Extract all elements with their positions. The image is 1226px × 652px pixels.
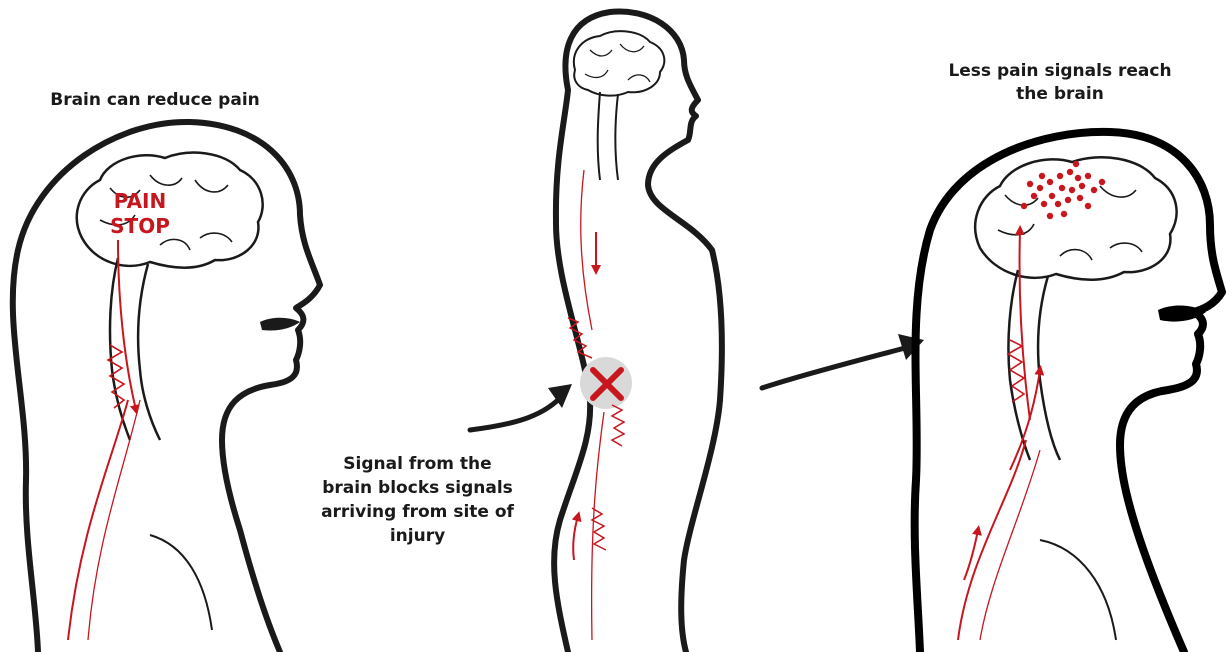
middle-brain-outline xyxy=(574,31,664,95)
left-spinal-line-a xyxy=(68,400,128,640)
middle-caption-line: Signal from the xyxy=(300,452,535,476)
right-caption-line: Less pain signals reach xyxy=(895,60,1225,83)
middle-signal-paths xyxy=(568,170,632,640)
transition-arrow xyxy=(762,334,924,388)
right-panel-caption: Less pain signals reach the brain xyxy=(895,60,1225,106)
left-spinal-line-b xyxy=(88,400,140,640)
right-ascending-arrow-low xyxy=(964,530,978,580)
middle-panel-caption: Signal from the brain blocks signals arr… xyxy=(300,452,535,548)
pain-stop-label-line2: STOP xyxy=(110,214,170,238)
left-panel-caption: Brain can reduce pain xyxy=(0,90,310,110)
right-brain xyxy=(975,157,1176,460)
middle-caption-line: brain blocks signals xyxy=(300,476,535,500)
middle-caption-line: injury xyxy=(300,524,535,548)
middle-spinal-line-lower xyxy=(592,412,604,640)
left-shoulder-line xyxy=(150,535,212,630)
pain-stop-label-line1: PAIN xyxy=(114,189,166,213)
right-zigzag-signal xyxy=(1008,340,1024,402)
middle-ascending-arrow xyxy=(573,516,578,560)
right-spinal-line-a xyxy=(958,440,1026,640)
right-shoulder-line xyxy=(1040,540,1116,640)
middle-zigzag-lower xyxy=(612,405,624,446)
left-lip-shape xyxy=(260,318,300,331)
right-spinal-line-b xyxy=(980,450,1040,640)
right-caption-line: the brain xyxy=(895,83,1225,106)
right-signal-paths xyxy=(958,230,1040,640)
left-brain: PAIN STOP xyxy=(77,153,263,440)
middle-brainstem xyxy=(598,92,618,180)
left-brain-outline xyxy=(77,153,263,268)
pointer-arrow-to-block xyxy=(470,384,572,430)
middle-caption-line: arriving from site of xyxy=(300,500,535,524)
curved-arrow-line xyxy=(470,398,560,430)
middle-body-outline xyxy=(554,12,722,652)
middle-spinal-line-upper xyxy=(581,170,592,330)
middle-body-figure xyxy=(554,12,722,652)
left-signal-paths xyxy=(68,240,140,640)
transition-arrow-line xyxy=(762,348,905,388)
